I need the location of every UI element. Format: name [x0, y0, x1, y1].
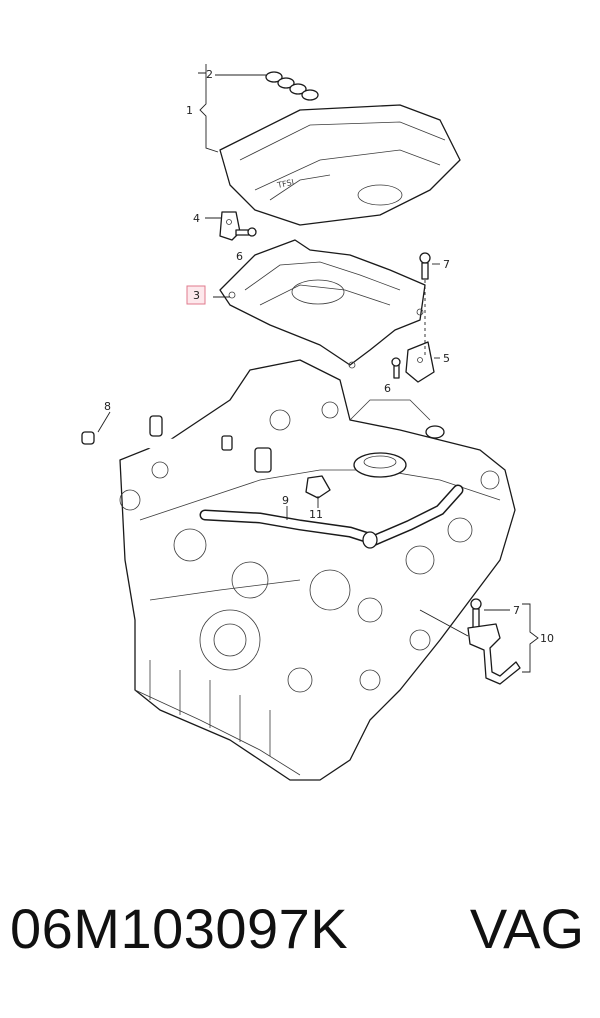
callout-7b: 7 — [513, 604, 520, 617]
callout-2: 2 — [206, 68, 213, 81]
stud-bolt-upper — [419, 252, 431, 355]
callout-5: 5 — [443, 352, 450, 365]
coolant-pipe — [199, 484, 464, 549]
callout-11: 11 — [309, 508, 323, 521]
callout-1: 1 — [186, 104, 193, 117]
callout-7a: 7 — [443, 258, 450, 271]
callout-6b: 6 — [384, 382, 391, 395]
cover-badge-text: TFSI — [276, 178, 295, 191]
breather-hose — [81, 415, 272, 473]
bracket-lower — [467, 598, 521, 685]
part-number: 06M103097K — [10, 897, 349, 960]
callout-3-highlight — [186, 285, 206, 305]
exploded-parts-diagram: TFSI — [81, 64, 554, 781]
bracket-right — [391, 341, 435, 383]
callout-8: 8 — [104, 400, 111, 413]
brand-name: VAG — [469, 897, 584, 960]
engine-cover: TFSI — [219, 104, 461, 226]
leader-lines — [97, 64, 539, 673]
lower-cover-shield — [219, 239, 426, 369]
callout-6a: 6 — [236, 250, 243, 263]
engine-block — [119, 359, 516, 781]
bracket-left — [219, 211, 257, 241]
callout-3: 3 — [193, 289, 200, 302]
callout-labels: 1 2 3 4 5 6 6 7 7 8 9 10 11 — [104, 68, 554, 645]
callout-9: 9 — [282, 494, 289, 507]
cover-gaskets — [265, 71, 319, 101]
callout-10: 10 — [540, 632, 554, 645]
hose-clip — [305, 475, 331, 499]
callout-4: 4 — [193, 212, 200, 225]
